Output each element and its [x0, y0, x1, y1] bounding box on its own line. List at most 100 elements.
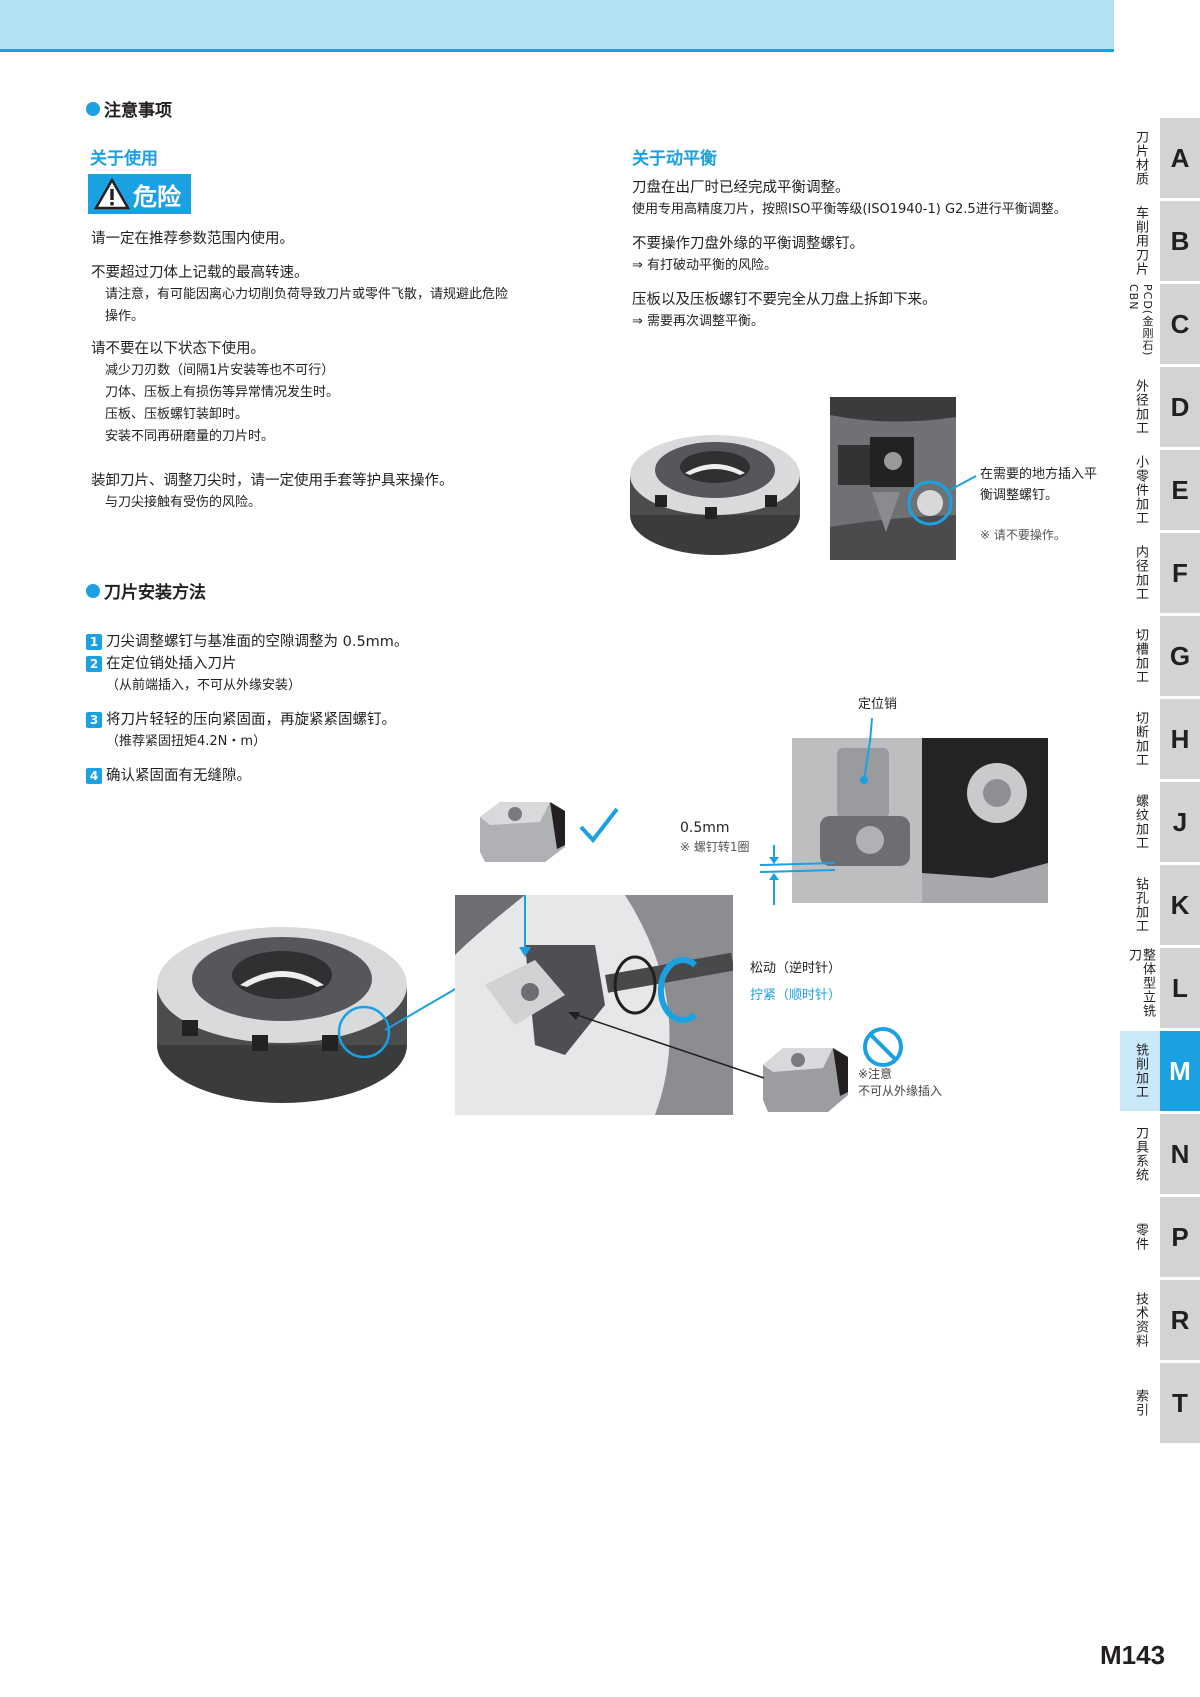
- pin-leader-line: [869, 718, 873, 742]
- usage-item-sub: 安装不同再研磨量的刀片时。: [105, 429, 275, 444]
- callout-leader-line: [949, 475, 977, 491]
- tab-letter: H: [1160, 699, 1200, 779]
- bullet-dot-icon: [86, 583, 100, 598]
- tab-label: 钻孔加工: [1133, 877, 1148, 933]
- tab-label: 刀具系统: [1133, 1126, 1148, 1182]
- usage-list: 请一定在推荐参数范围内使用。 不要超过刀体上记载的最高转速。 请注意，有可能因离…: [91, 228, 561, 514]
- page-number: M143: [1100, 1640, 1166, 1670]
- checkmark-icon: [579, 807, 619, 844]
- cutter-image-small: [625, 415, 805, 565]
- sidebar-tab-k[interactable]: 钻孔加工 K: [1120, 865, 1200, 945]
- usage-title: 关于使用: [90, 149, 158, 169]
- cutter-image-large: [152, 895, 412, 1115]
- bullet-dot-icon: [86, 101, 100, 116]
- tab-label: 零件: [1133, 1223, 1148, 1251]
- usage-item-main: 装卸刀片、调整刀尖时，请一定使用手套等护具来操作。: [91, 473, 454, 489]
- caption-line: 衡调整螺钉。: [980, 488, 1059, 503]
- sidebar-tab-p[interactable]: 零件 P: [1120, 1197, 1200, 1277]
- callout-leader-line: [385, 987, 458, 1031]
- balance-item: 不要操作刀盘外缘的平衡调整螺钉。 ⇒ 有打破动平衡的风险。: [632, 233, 1112, 277]
- tab-letter: K: [1160, 865, 1200, 945]
- tab-label: 外径加工: [1133, 379, 1148, 435]
- tab-letter: N: [1160, 1114, 1200, 1194]
- usage-item-main: 请一定在推荐参数范围内使用。: [91, 231, 294, 247]
- section-title-notes: 注意事项: [86, 96, 172, 121]
- tab-label: PCD(金刚石) CBN: [1127, 284, 1154, 357]
- sidebar-tab-a[interactable]: 刀片材质 A: [1120, 118, 1200, 198]
- tighten-label: 拧紧（顺时针）: [750, 988, 842, 1003]
- balance-figure-note: ※ 请不要操作。: [980, 528, 1066, 542]
- tab-label: 小零件加工: [1133, 455, 1148, 525]
- tab-label: 螺纹加工: [1133, 794, 1148, 850]
- danger-label: 危险: [133, 182, 181, 211]
- usage-item-sub: 减少刀刃数（间隔1片安装等也不可行）: [105, 363, 335, 378]
- step-number-badge: 4: [86, 768, 102, 784]
- tab-letter: B: [1160, 201, 1200, 281]
- balance-item: 压板以及压板螺钉不要完全从刀盘上拆卸下来。 ⇒ 需要再次调整平衡。: [632, 289, 1112, 333]
- loosen-label: 松动（逆时针）: [750, 961, 842, 976]
- install-step: 3 将刀片轻轻的压向紧固面，再旋紧紧固螺钉。: [86, 709, 546, 731]
- tab-label: 技术资料: [1133, 1292, 1148, 1348]
- sidebar-tab-r[interactable]: 技术资料 R: [1120, 1280, 1200, 1360]
- locating-pin-detail-image: [792, 738, 1048, 903]
- usage-item: 请一定在推荐参数范围内使用。: [91, 228, 561, 250]
- caption-line: 在需要的地方插入平: [980, 467, 1098, 482]
- step-sub-text: （从前端插入，不可从外缘安装）: [106, 678, 302, 693]
- install-step: 1 刀尖调整螺钉与基准面的空隙调整为 0.5mm。: [86, 631, 546, 653]
- caution-text: 不可从外缘插入: [858, 1084, 943, 1098]
- sidebar-tab-j[interactable]: 螺纹加工 J: [1120, 782, 1200, 862]
- usage-item: 请不要在以下状态下使用。 减少刀刃数（间隔1片安装等也不可行） 刀体、压板上有损…: [91, 338, 561, 448]
- caution-title: ※注意: [858, 1067, 893, 1081]
- insert-mounting-image: [455, 895, 733, 1115]
- sidebar-tab-b[interactable]: 车削用刀片 B: [1120, 201, 1200, 281]
- balance-item-main: 刀盘在出厂时已经完成平衡调整。: [632, 180, 850, 196]
- tab-letter: C: [1160, 284, 1200, 364]
- tab-label: 刀片材质: [1133, 130, 1148, 186]
- tab-letter: A: [1160, 118, 1200, 198]
- insert-incorrect-image: [758, 1040, 853, 1115]
- balance-figure-caption: 在需要的地方插入平 衡调整螺钉。: [980, 464, 1110, 506]
- tab-letter: T: [1160, 1363, 1200, 1443]
- usage-item-sub: 请注意，有可能因离心力切削负荷导致刀片或零件飞散，请规避此危险: [105, 287, 509, 302]
- usage-item: 装卸刀片、调整刀尖时，请一定使用手套等护具来操作。 与刀尖接触有受伤的风险。: [91, 470, 561, 514]
- usage-item-sub: 与刀尖接触有受伤的风险。: [105, 495, 262, 510]
- tab-letter: L: [1160, 948, 1200, 1028]
- step-number-badge: 3: [86, 712, 102, 728]
- tab-label: 切槽加工: [1133, 628, 1148, 684]
- sidebar-tab-h[interactable]: 切断加工 H: [1120, 699, 1200, 779]
- tab-letter: R: [1160, 1280, 1200, 1360]
- tab-letter: J: [1160, 782, 1200, 862]
- step-text: 将刀片轻轻的压向紧固面，再旋紧紧固螺钉。: [106, 712, 396, 728]
- gap-value: 0.5mm: [680, 820, 730, 836]
- balance-item-sub: ⇒ 有打破动平衡的风险。: [632, 258, 778, 273]
- sidebar-tab-n[interactable]: 刀具系统 N: [1120, 1114, 1200, 1194]
- tab-label: 车削用刀片: [1133, 206, 1148, 276]
- section-title-text: 刀片安装方法: [104, 583, 206, 603]
- install-step: 4 确认紧固面有无缝隙。: [86, 765, 546, 787]
- balance-list: 刀盘在出厂时已经完成平衡调整。 使用专用高精度刀片，按照ISO平衡等级(ISO1…: [632, 177, 1112, 333]
- tab-label: 内径加工: [1133, 545, 1148, 601]
- install-step: 2 在定位销处插入刀片: [86, 653, 546, 675]
- usage-item-sub: 操作。: [105, 309, 145, 324]
- usage-item: 不要超过刀体上记载的最高转速。 请注意，有可能因离心力切削负荷导致刀片或零件飞散…: [91, 262, 561, 328]
- gap-note: ※ 螺钉转1圈: [680, 840, 750, 854]
- step-text: 刀尖调整螺钉与基准面的空隙调整为 0.5mm。: [106, 634, 409, 650]
- caution-note: ※注意 不可从外缘插入: [858, 1066, 942, 1100]
- tab-letter: M: [1160, 1031, 1200, 1111]
- step-number-badge: 1: [86, 634, 102, 650]
- tab-letter: P: [1160, 1197, 1200, 1277]
- balance-item-main: 不要操作刀盘外缘的平衡调整螺钉。: [632, 236, 864, 252]
- tab-label: 索引: [1133, 1389, 1148, 1417]
- balance-item-sub: ⇒ 需要再次调整平衡。: [632, 314, 765, 329]
- sidebar-tab-t[interactable]: 索引 T: [1120, 1363, 1200, 1443]
- balance-item-main: 压板以及压板螺钉不要完全从刀盘上拆卸下来。: [632, 292, 937, 308]
- tab-label: 切断加工: [1133, 711, 1148, 767]
- step-number-badge: 2: [86, 656, 102, 672]
